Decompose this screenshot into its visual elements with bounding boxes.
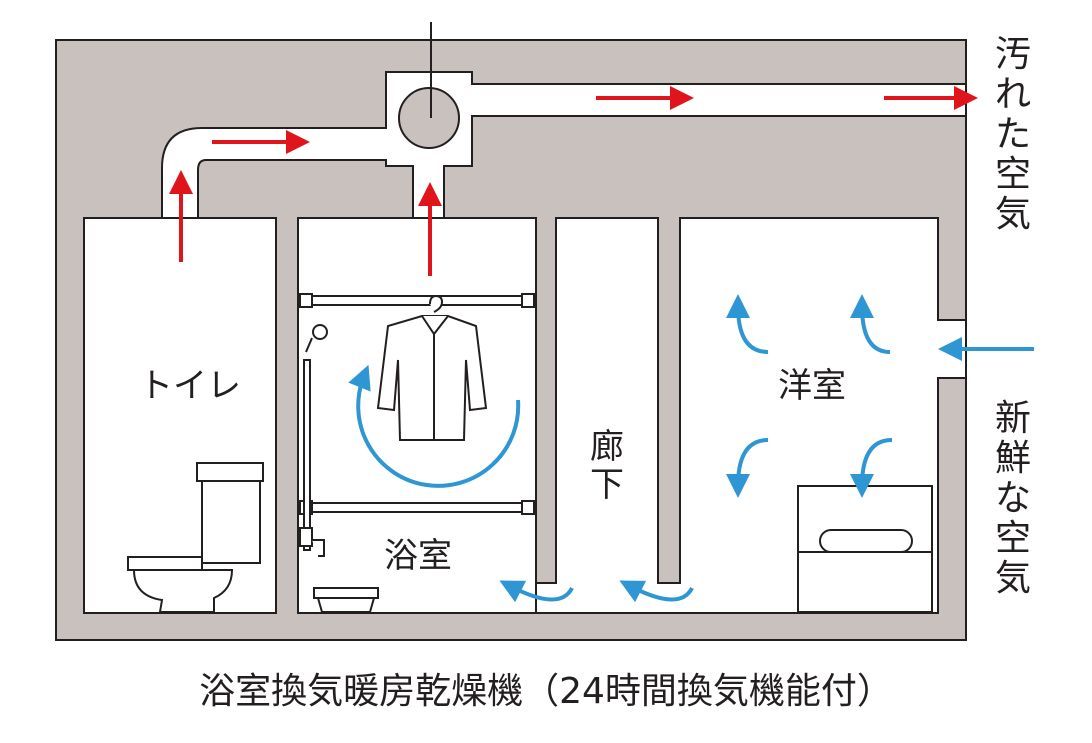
intake-arrow [619, 580, 694, 603]
bed-icon [797, 485, 933, 613]
shower-rod-icon [299, 293, 535, 557]
intake-label-char: 気 [995, 558, 1031, 599]
intake-label-char: な [995, 478, 1031, 519]
fan-unit [398, 22, 460, 149]
bathroom-label: 浴室 [384, 536, 452, 576]
corridor-label-2: 下 [590, 465, 624, 505]
intake-arrow [499, 580, 574, 603]
intake-arrows [348, 294, 1034, 603]
corridor-label-1: 廊 [590, 427, 624, 467]
shirt-icon [376, 294, 488, 441]
exhaust-label-char: 空 [995, 154, 1031, 195]
intake-label-char: 新 [995, 398, 1031, 439]
exhaust-label-char: 汚 [995, 34, 1031, 75]
basin-icon [313, 587, 379, 613]
intake-arrow [726, 294, 769, 354]
intake-label-char: 空 [995, 518, 1031, 559]
western-room-label: 洋室 [778, 366, 846, 406]
intake-arrow [726, 438, 769, 498]
exhaust-label-char: れ [995, 74, 1031, 115]
intake-arrow [850, 438, 893, 498]
exhaust-arrows [169, 86, 978, 276]
toilet-label: トイレ [139, 366, 241, 406]
exhaust-label-char: 気 [995, 194, 1031, 235]
exhaust-duct [161, 71, 967, 219]
exhaust-label-char: た [995, 114, 1031, 155]
circulation-arrow [348, 364, 521, 488]
intake-label: 新 鮮 な 空 気 [995, 398, 1031, 599]
intake-arrow [850, 294, 891, 354]
exhaust-label: 汚 れ た 空 気 [995, 34, 1031, 235]
toilet-icon [127, 462, 264, 613]
diagram-caption: 浴室換気暖房乾燥機（24時間換気機能付） [199, 671, 893, 712]
intake-label-char: 鮮 [995, 438, 1031, 479]
